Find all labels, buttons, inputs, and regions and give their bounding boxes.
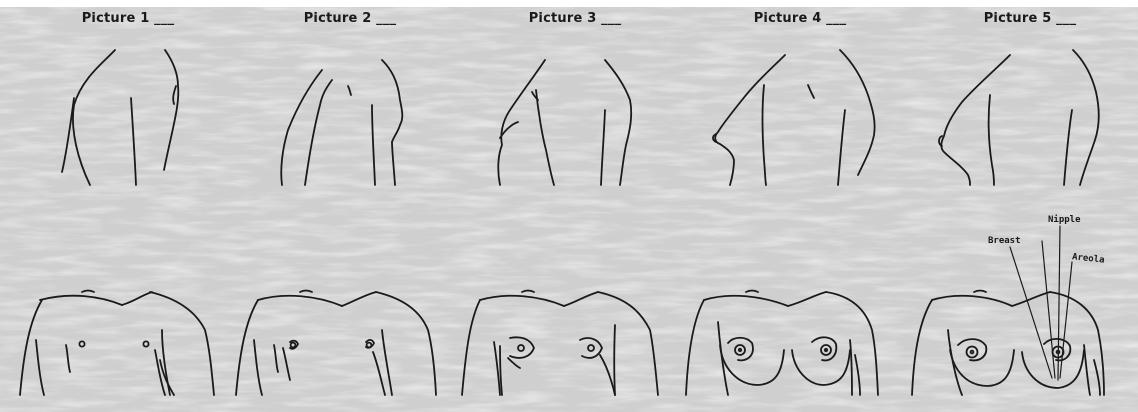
callout-breast-label: Breast [988,235,1021,247]
picture-2-side-view [281,60,402,185]
picture-2-front-view [236,291,436,396]
picture-4-side-view [713,50,875,185]
picture-5-side-view [939,50,1099,185]
picture-3-side-view [498,60,631,185]
picture-1-side-view [62,50,178,185]
picture-5-front-view [912,291,1104,396]
picture-4-front-view [686,291,878,396]
picture-3-front-view [462,291,658,396]
picture-1-front-view [20,291,214,396]
callout-nipple-label: Nipple [1048,214,1081,226]
